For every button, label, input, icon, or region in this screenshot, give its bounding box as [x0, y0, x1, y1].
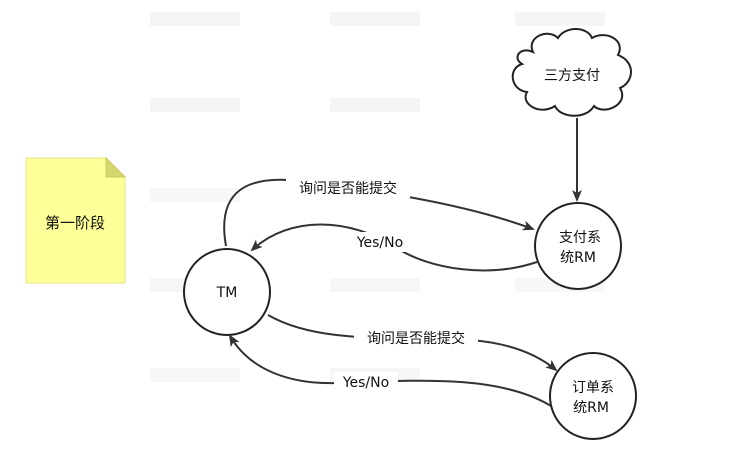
edge-label-ask-commit-payment: 询问是否能提交 [299, 180, 397, 197]
third-party-label: 三方支付 [544, 68, 600, 84]
edge-label-yes-no-order: Yes/No [342, 375, 389, 391]
order-rm-label-line1: 订单系 [572, 380, 614, 396]
payment-rm-node: 支付系 统RM [534, 202, 622, 290]
order-rm-label-line2: 统RM [573, 400, 609, 416]
payment-rm-label-line2: 统RM [560, 250, 596, 266]
edge-label-yes-no-payment: Yes/No [356, 235, 403, 251]
edge-label-ask-commit-order: 询问是否能提交 [367, 330, 465, 347]
third-party-cloud: 三方支付 [511, 28, 632, 117]
payment-rm-label-line1: 支付系 [559, 230, 601, 246]
phase-note: 第一阶段 [25, 156, 127, 284]
order-rm-node: 订单系 统RM [549, 352, 637, 440]
phase-note-label: 第一阶段 [45, 214, 105, 232]
tm-label: TM [216, 285, 238, 301]
tm-node: TM [183, 248, 271, 336]
